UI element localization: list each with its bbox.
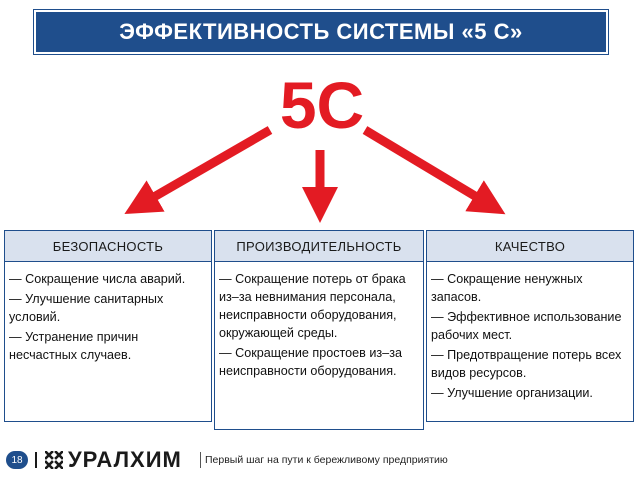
- column-body: — Сокращение ненужных запасов. — Эффекти…: [427, 262, 633, 408]
- column-safety: БЕЗОПАСНОСТЬ — Сокращение числа аварий. …: [4, 230, 212, 422]
- column-productivity: ПРОИЗВОДИТЕЛЬНОСТЬ — Сокращение потерь о…: [214, 230, 424, 430]
- column-quality: КАЧЕСТВО — Сокращение ненужных запасов. …: [426, 230, 634, 422]
- list-item: — Эффективное использование рабочих мест…: [431, 310, 622, 342]
- column-header: КАЧЕСТВО: [427, 231, 633, 262]
- arrow-left: [124, 126, 273, 214]
- company-logo-text: УРАЛХИМ: [68, 447, 182, 472]
- footer-divider: [200, 452, 201, 468]
- column-body: — Сокращение числа аварий. — Улучшение с…: [5, 262, 211, 370]
- arrow-right: [362, 126, 506, 215]
- list-item: — Устранение причин несчастных случаев.: [9, 330, 139, 362]
- page-number-badge: 18: [6, 451, 28, 469]
- list-item: — Сокращение числа аварий.: [9, 272, 186, 286]
- footer-divider: [35, 452, 37, 468]
- footer-tagline: Первый шаг на пути к бережливому предпри…: [205, 454, 448, 466]
- uralchem-logo-icon: [45, 451, 63, 469]
- page-title: ЭФФЕКТИВНОСТЬ СИСТЕМЫ «5 С»: [119, 19, 523, 44]
- column-body: — Сокращение потерь от брака из–за невни…: [215, 262, 423, 386]
- title-bar: ЭФФЕКТИВНОСТЬ СИСТЕМЫ «5 С»: [34, 10, 608, 54]
- list-item: — Улучшение организации.: [431, 386, 593, 400]
- column-header: БЕЗОПАСНОСТЬ: [5, 231, 211, 262]
- center-label-5c: 5С: [279, 68, 365, 142]
- list-item: — Улучшение санитарных условий.: [9, 292, 164, 324]
- list-item: — Сокращение потерь от брака из–за невни…: [219, 272, 406, 340]
- list-item: — Сокращение простоев из–за неисправност…: [219, 346, 402, 378]
- list-item: — Сокращение ненужных запасов.: [431, 272, 583, 304]
- column-header: ПРОИЗВОДИТЕЛЬНОСТЬ: [215, 231, 423, 262]
- list-item: — Предотвращение потерь всех видов ресур…: [431, 348, 622, 380]
